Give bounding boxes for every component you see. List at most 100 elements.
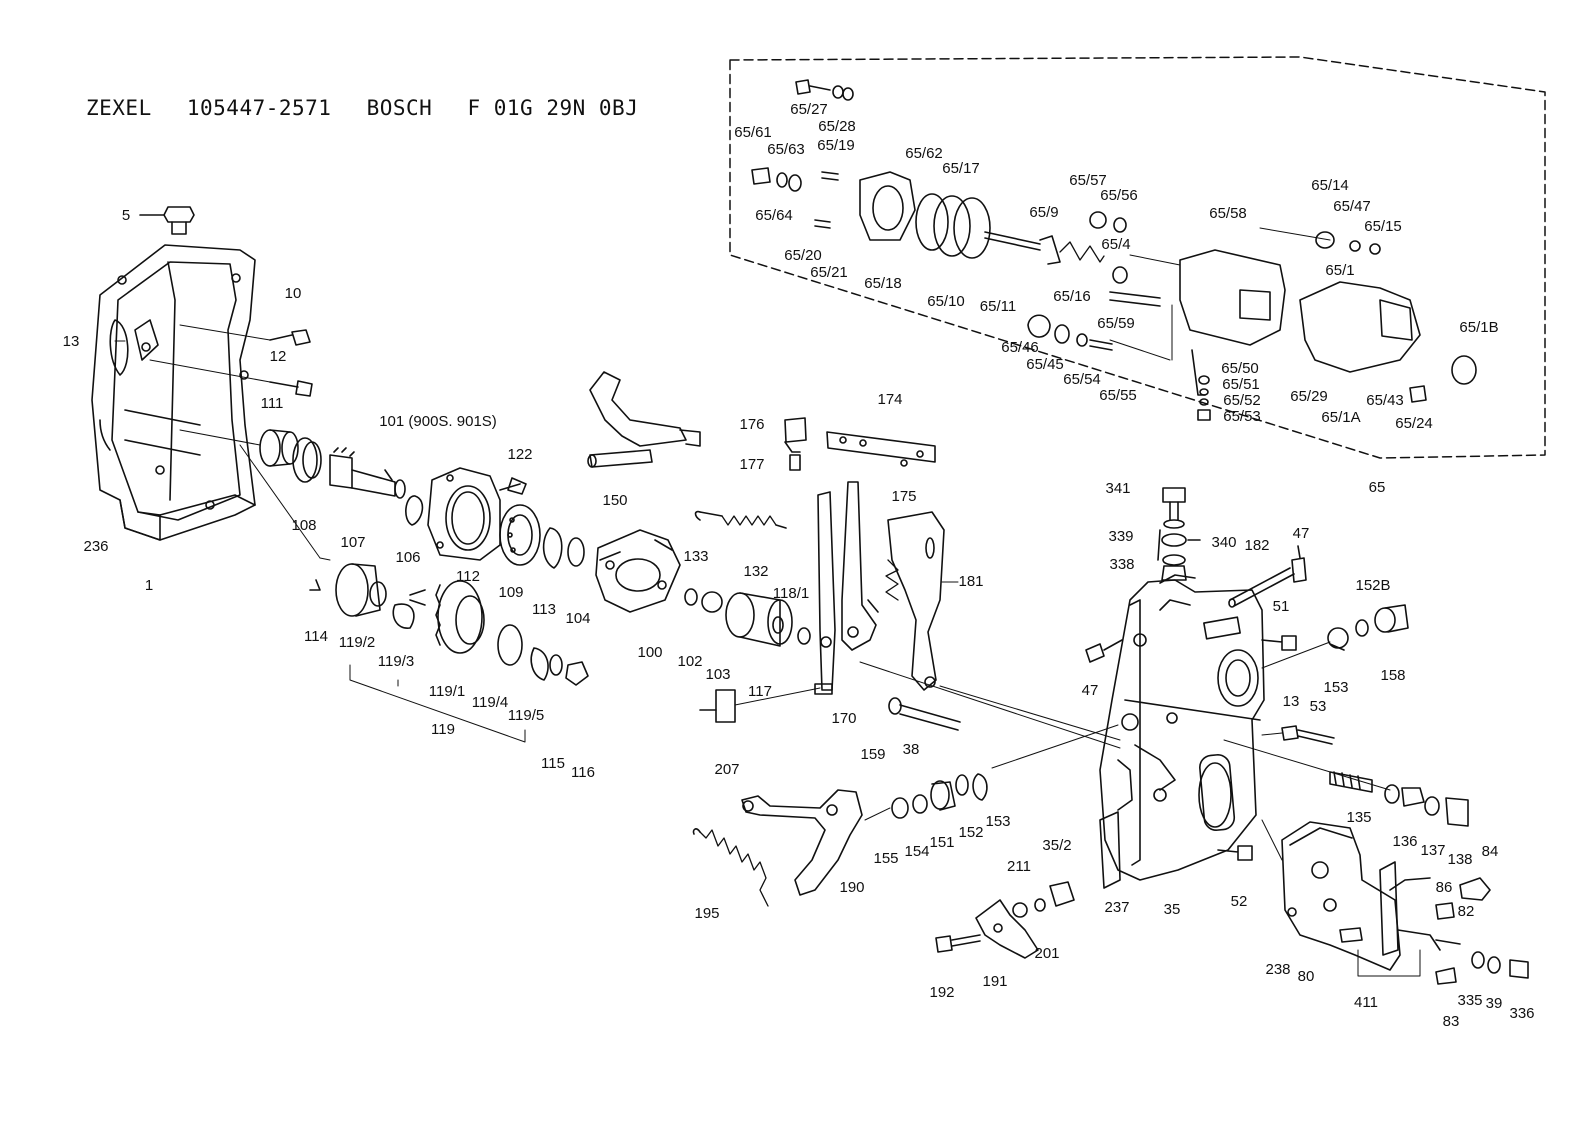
callout-122: 122 bbox=[507, 446, 533, 463]
callout-65-43: 65/43 bbox=[1366, 392, 1404, 409]
part-132-spring bbox=[694, 510, 787, 529]
callout-114: 114 bbox=[304, 628, 328, 645]
callout-153-lower: 153 bbox=[985, 813, 1011, 830]
callout-135: 135 bbox=[1346, 809, 1372, 826]
callout-12: 12 bbox=[269, 348, 287, 365]
callout-339: 339 bbox=[1108, 528, 1134, 545]
callout-341: 341 bbox=[1105, 480, 1131, 497]
part-112-bearing-housing bbox=[427, 467, 527, 561]
part-181-guide-lever bbox=[885, 511, 959, 691]
callout-65-16: 65/16 bbox=[1053, 288, 1091, 305]
part-51-bolt bbox=[1261, 635, 1297, 651]
part-190-control-lever bbox=[692, 789, 863, 907]
rear-cover-housing bbox=[91, 244, 256, 541]
callout-182: 182 bbox=[1244, 537, 1270, 554]
callout-192: 192 bbox=[929, 984, 955, 1001]
part-47-bolt bbox=[1085, 545, 1307, 663]
callout-177: 177 bbox=[739, 456, 765, 473]
callout-65-1: 65/1 bbox=[1325, 262, 1355, 279]
callout-176: 176 bbox=[739, 416, 765, 433]
callout-181: 181 bbox=[958, 573, 984, 590]
callout-53: 53 bbox=[1309, 698, 1327, 715]
callout-236: 236 bbox=[83, 538, 109, 555]
callout-152B: 152B bbox=[1355, 577, 1391, 594]
callout-170: 170 bbox=[831, 710, 857, 727]
callout-336: 336 bbox=[1509, 1005, 1535, 1022]
callout-51: 51 bbox=[1272, 598, 1290, 615]
callout-338: 338 bbox=[1109, 556, 1135, 573]
callout-119-4: 119/4 bbox=[471, 694, 509, 711]
callout-133: 133 bbox=[683, 548, 709, 565]
adjusting-screw-135-138 bbox=[1329, 771, 1469, 827]
stop-screw-group-158 bbox=[1261, 604, 1409, 669]
callout-116: 116 bbox=[571, 764, 595, 781]
callout-65-59: 65/59 bbox=[1097, 315, 1135, 332]
timer-gear-group bbox=[309, 563, 589, 743]
callout-38: 38 bbox=[902, 741, 920, 758]
part-170-tensioner-lever bbox=[814, 481, 879, 695]
leader-line bbox=[864, 807, 891, 821]
part-5-plug bbox=[139, 206, 195, 235]
adjusting-screw-group bbox=[891, 773, 988, 819]
callout-238: 238 bbox=[1265, 961, 1291, 978]
part-150-lever bbox=[587, 371, 701, 468]
callout-106: 106 bbox=[395, 549, 421, 566]
callout-118-1: 118/1 bbox=[772, 585, 810, 602]
callout-65-64: 65/64 bbox=[755, 207, 793, 224]
callout-65-21: 65/21 bbox=[810, 264, 848, 281]
callout-335: 335 bbox=[1457, 992, 1483, 1009]
callout-151: 151 bbox=[929, 834, 955, 851]
callout-119: 119 bbox=[431, 721, 455, 738]
callout-86: 86 bbox=[1435, 879, 1453, 896]
bosch-part-number: F 01G 29N 0BJ bbox=[467, 96, 639, 120]
callout-103: 103 bbox=[705, 666, 731, 683]
callout-65-27: 65/27 bbox=[790, 101, 828, 118]
callout-65-50: 65/50 bbox=[1221, 360, 1259, 377]
callout-35: 35 bbox=[1163, 901, 1181, 918]
callout-65-46: 65/46 bbox=[1001, 339, 1039, 356]
callout-65-57: 65/57 bbox=[1069, 172, 1107, 189]
callout-52: 52 bbox=[1230, 893, 1248, 910]
callout-13-upper: 13 bbox=[62, 333, 80, 350]
callout-152: 152 bbox=[958, 824, 984, 841]
callout-65-20: 65/20 bbox=[784, 247, 822, 264]
callout-65-54: 65/54 bbox=[1063, 371, 1101, 388]
callout-201: 201 bbox=[1034, 945, 1060, 962]
callout-35-2: 35/2 bbox=[1042, 837, 1072, 854]
part-182-pin bbox=[1228, 567, 1295, 608]
callout-154: 154 bbox=[904, 843, 930, 860]
callout-65-45: 65/45 bbox=[1026, 356, 1064, 373]
callout-1: 1 bbox=[144, 577, 154, 594]
callout-117: 117 bbox=[748, 683, 772, 700]
callout-65-58: 65/58 bbox=[1209, 205, 1247, 222]
leader-line bbox=[939, 685, 1121, 741]
callout-65-51: 65/51 bbox=[1222, 376, 1260, 393]
callout-82: 82 bbox=[1457, 903, 1475, 920]
callout-80: 80 bbox=[1297, 968, 1315, 985]
callout-119-3: 119/3 bbox=[377, 653, 415, 670]
callout-65-61: 65/61 bbox=[734, 124, 772, 141]
callout-104: 104 bbox=[565, 610, 591, 627]
part-100-flyweight-holder bbox=[595, 529, 723, 613]
bolts-10-12 bbox=[114, 324, 313, 397]
callout-83: 83 bbox=[1442, 1013, 1460, 1030]
callout-340: 340 bbox=[1211, 534, 1237, 551]
callout-207: 207 bbox=[714, 761, 740, 778]
callout-211: 211 bbox=[1007, 858, 1031, 875]
callout-65-62: 65/62 bbox=[905, 145, 943, 162]
callout-115: 115 bbox=[541, 755, 565, 772]
callout-101: 101 (900S. 901S) bbox=[379, 413, 497, 430]
bearing-109 bbox=[499, 504, 585, 569]
callout-65-14: 65/14 bbox=[1311, 177, 1349, 194]
callout-159: 159 bbox=[860, 746, 886, 763]
callout-195: 195 bbox=[694, 905, 720, 922]
callout-136: 136 bbox=[1392, 833, 1418, 850]
callout-10: 10 bbox=[284, 285, 302, 302]
callout-65-28: 65/28 bbox=[818, 118, 856, 135]
callout-84: 84 bbox=[1481, 843, 1499, 860]
callout-107: 107 bbox=[340, 534, 366, 551]
callout-39: 39 bbox=[1485, 995, 1503, 1012]
part-38-bolt bbox=[888, 697, 961, 731]
callout-137: 137 bbox=[1420, 842, 1446, 859]
zexel-part-number: 105447-2571 bbox=[186, 96, 332, 120]
